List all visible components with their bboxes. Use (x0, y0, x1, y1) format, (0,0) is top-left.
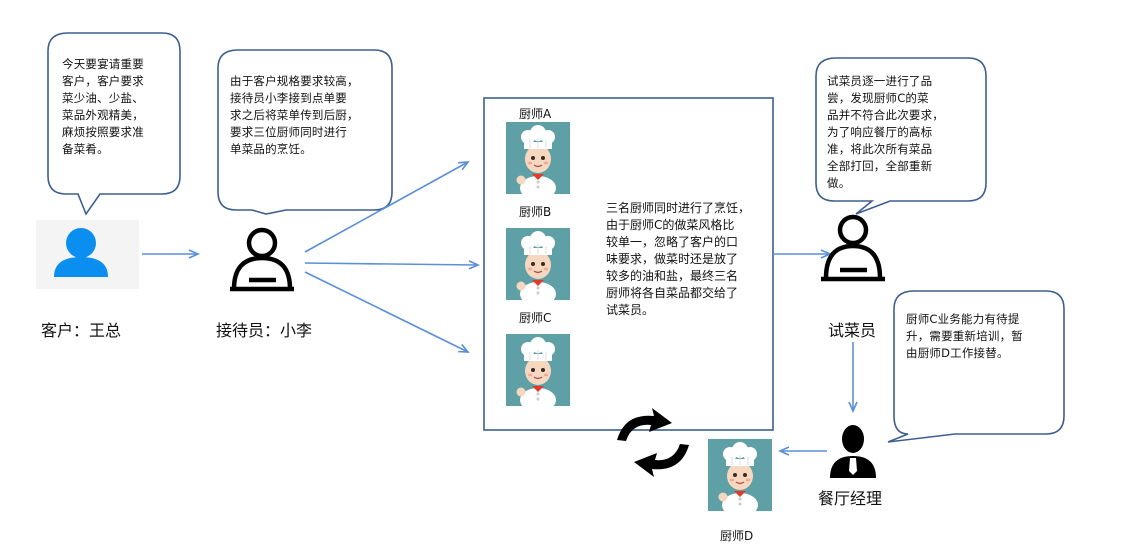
chef-d-label: 厨师D (720, 529, 754, 543)
customer-label: 客户：王总 (41, 321, 122, 340)
chef-a-image (506, 122, 570, 194)
customer-bubble (47, 32, 181, 216)
chef-a-label: 厨师A (519, 107, 552, 121)
manager-label: 餐厅经理 (818, 489, 883, 508)
taster-bubble-text: 试菜员逐一进行了品 尝，发现厨师C的菜 品并不符合此次要求， 为了响应餐厅的高标… (827, 74, 944, 190)
refresh-icon (617, 408, 689, 477)
receptionist-bubble (217, 49, 393, 215)
chef-c-label: 厨师C (519, 311, 552, 325)
taster-bubble (815, 57, 987, 215)
chef-c-image (506, 334, 570, 406)
manager-bubble-text: 厨师C业务能力有待提 升，需要重新培训，暂 由厨师D工作接替。 (906, 312, 1023, 360)
chef-d-image (708, 439, 772, 511)
taster-label: 试菜员 (828, 321, 877, 340)
receptionist-icon (230, 227, 294, 292)
receptionist-bubble-text: 由于客户规格要求较高， 接待员小李接到点单要 求之后将菜单传到后厨， 要求三位厨… (230, 74, 359, 156)
manager-bubble (887, 290, 1065, 443)
receptionist-label: 接待员：小李 (216, 321, 313, 340)
kitchen-description: 三名厨师同时进行了烹饪， 由于厨师C的做菜风格比 较单一，忽略了客户的口 味要求… (606, 201, 751, 317)
manager-icon (830, 425, 876, 478)
arrow-receptionist-to-chef-c (304, 271, 470, 353)
arrow-receptionist-to-chef-a (304, 161, 470, 253)
taster-icon (821, 214, 885, 282)
customer-bubble-text: 今天要宴请重要 客户，客户要求 菜少油、少盐、 菜品外观精美， 麻烦按照要求准 … (62, 57, 144, 156)
chef-b-image (506, 228, 570, 300)
customer-icon (36, 220, 139, 289)
arrow-receptionist-to-chef-b (304, 260, 480, 270)
chef-b-label: 厨师B (519, 205, 552, 219)
